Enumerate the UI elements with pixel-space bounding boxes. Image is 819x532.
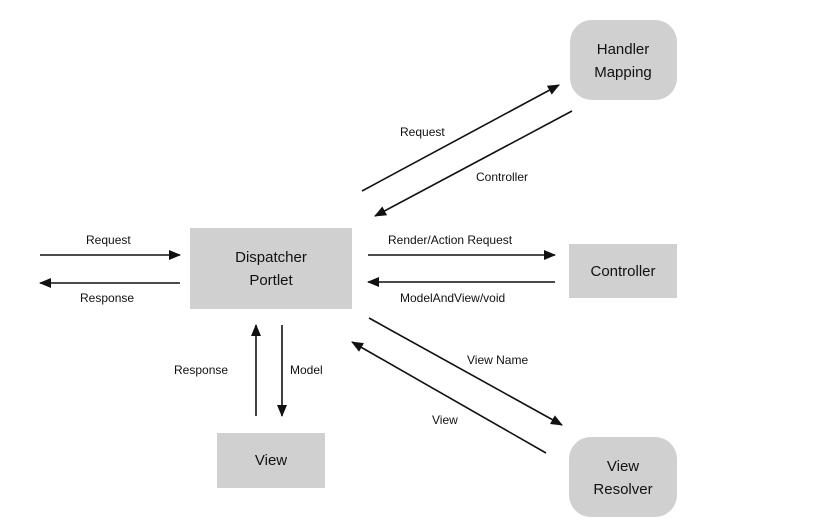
- model-label: Model: [290, 363, 323, 377]
- client-request-label: Request: [86, 233, 131, 247]
- view-response-edge: Response: [174, 324, 261, 416]
- view-return-arrow: [351, 341, 547, 454]
- render-action-request-label: Render/Action Request: [388, 233, 513, 247]
- model-and-view-label: ModelAndView/void: [400, 291, 505, 305]
- view-resolver-label-line1: View: [607, 458, 639, 475]
- view-resolver-node: View Resolver: [569, 437, 677, 517]
- view-resolver-label-line2: Resolver: [593, 481, 652, 498]
- handler-request-label: Request: [400, 125, 445, 139]
- view-resolver-box: [569, 437, 677, 517]
- client-request-edge: Request: [40, 233, 181, 260]
- render-action-request-edge: Render/Action Request: [368, 233, 556, 260]
- handler-controller-edge: Controller: [374, 110, 573, 217]
- view-name-label: View Name: [467, 353, 528, 367]
- client-response-label: Response: [80, 291, 134, 305]
- handler-controller-label: Controller: [476, 170, 528, 184]
- view-return-label: View: [432, 413, 458, 427]
- controller-box: [569, 244, 677, 298]
- dispatcher-portlet-label-line1: Dispatcher: [235, 249, 307, 266]
- handler-mapping-label-line1: Handler: [597, 41, 650, 58]
- view-node: View: [217, 433, 325, 488]
- dispatcher-portlet-label-line2: Portlet: [249, 272, 293, 289]
- handler-mapping-label-line2: Mapping: [594, 64, 652, 81]
- controller-label: Controller: [590, 263, 655, 280]
- handler-request-edge: Request: [361, 84, 560, 192]
- view-name-arrow: [368, 317, 563, 426]
- handler-request-arrow: [361, 84, 560, 192]
- client-response-edge: Response: [39, 278, 180, 305]
- handler-mapping-box: [570, 20, 677, 100]
- view-label: View: [255, 452, 287, 469]
- view-box: [217, 433, 325, 488]
- view-return-edge: View: [351, 341, 547, 454]
- handler-controller-arrow: [374, 110, 573, 217]
- controller-node: Controller: [569, 244, 677, 298]
- dispatcher-portlet-box: [190, 228, 352, 309]
- dispatcher-portlet-node: Dispatcher Portlet: [190, 228, 352, 309]
- model-and-view-edge: ModelAndView/void: [367, 277, 555, 305]
- view-response-label: Response: [174, 363, 228, 377]
- handler-mapping-node: Handler Mapping: [570, 20, 677, 100]
- model-edge: Model: [277, 325, 323, 417]
- view-name-edge: View Name: [368, 317, 563, 426]
